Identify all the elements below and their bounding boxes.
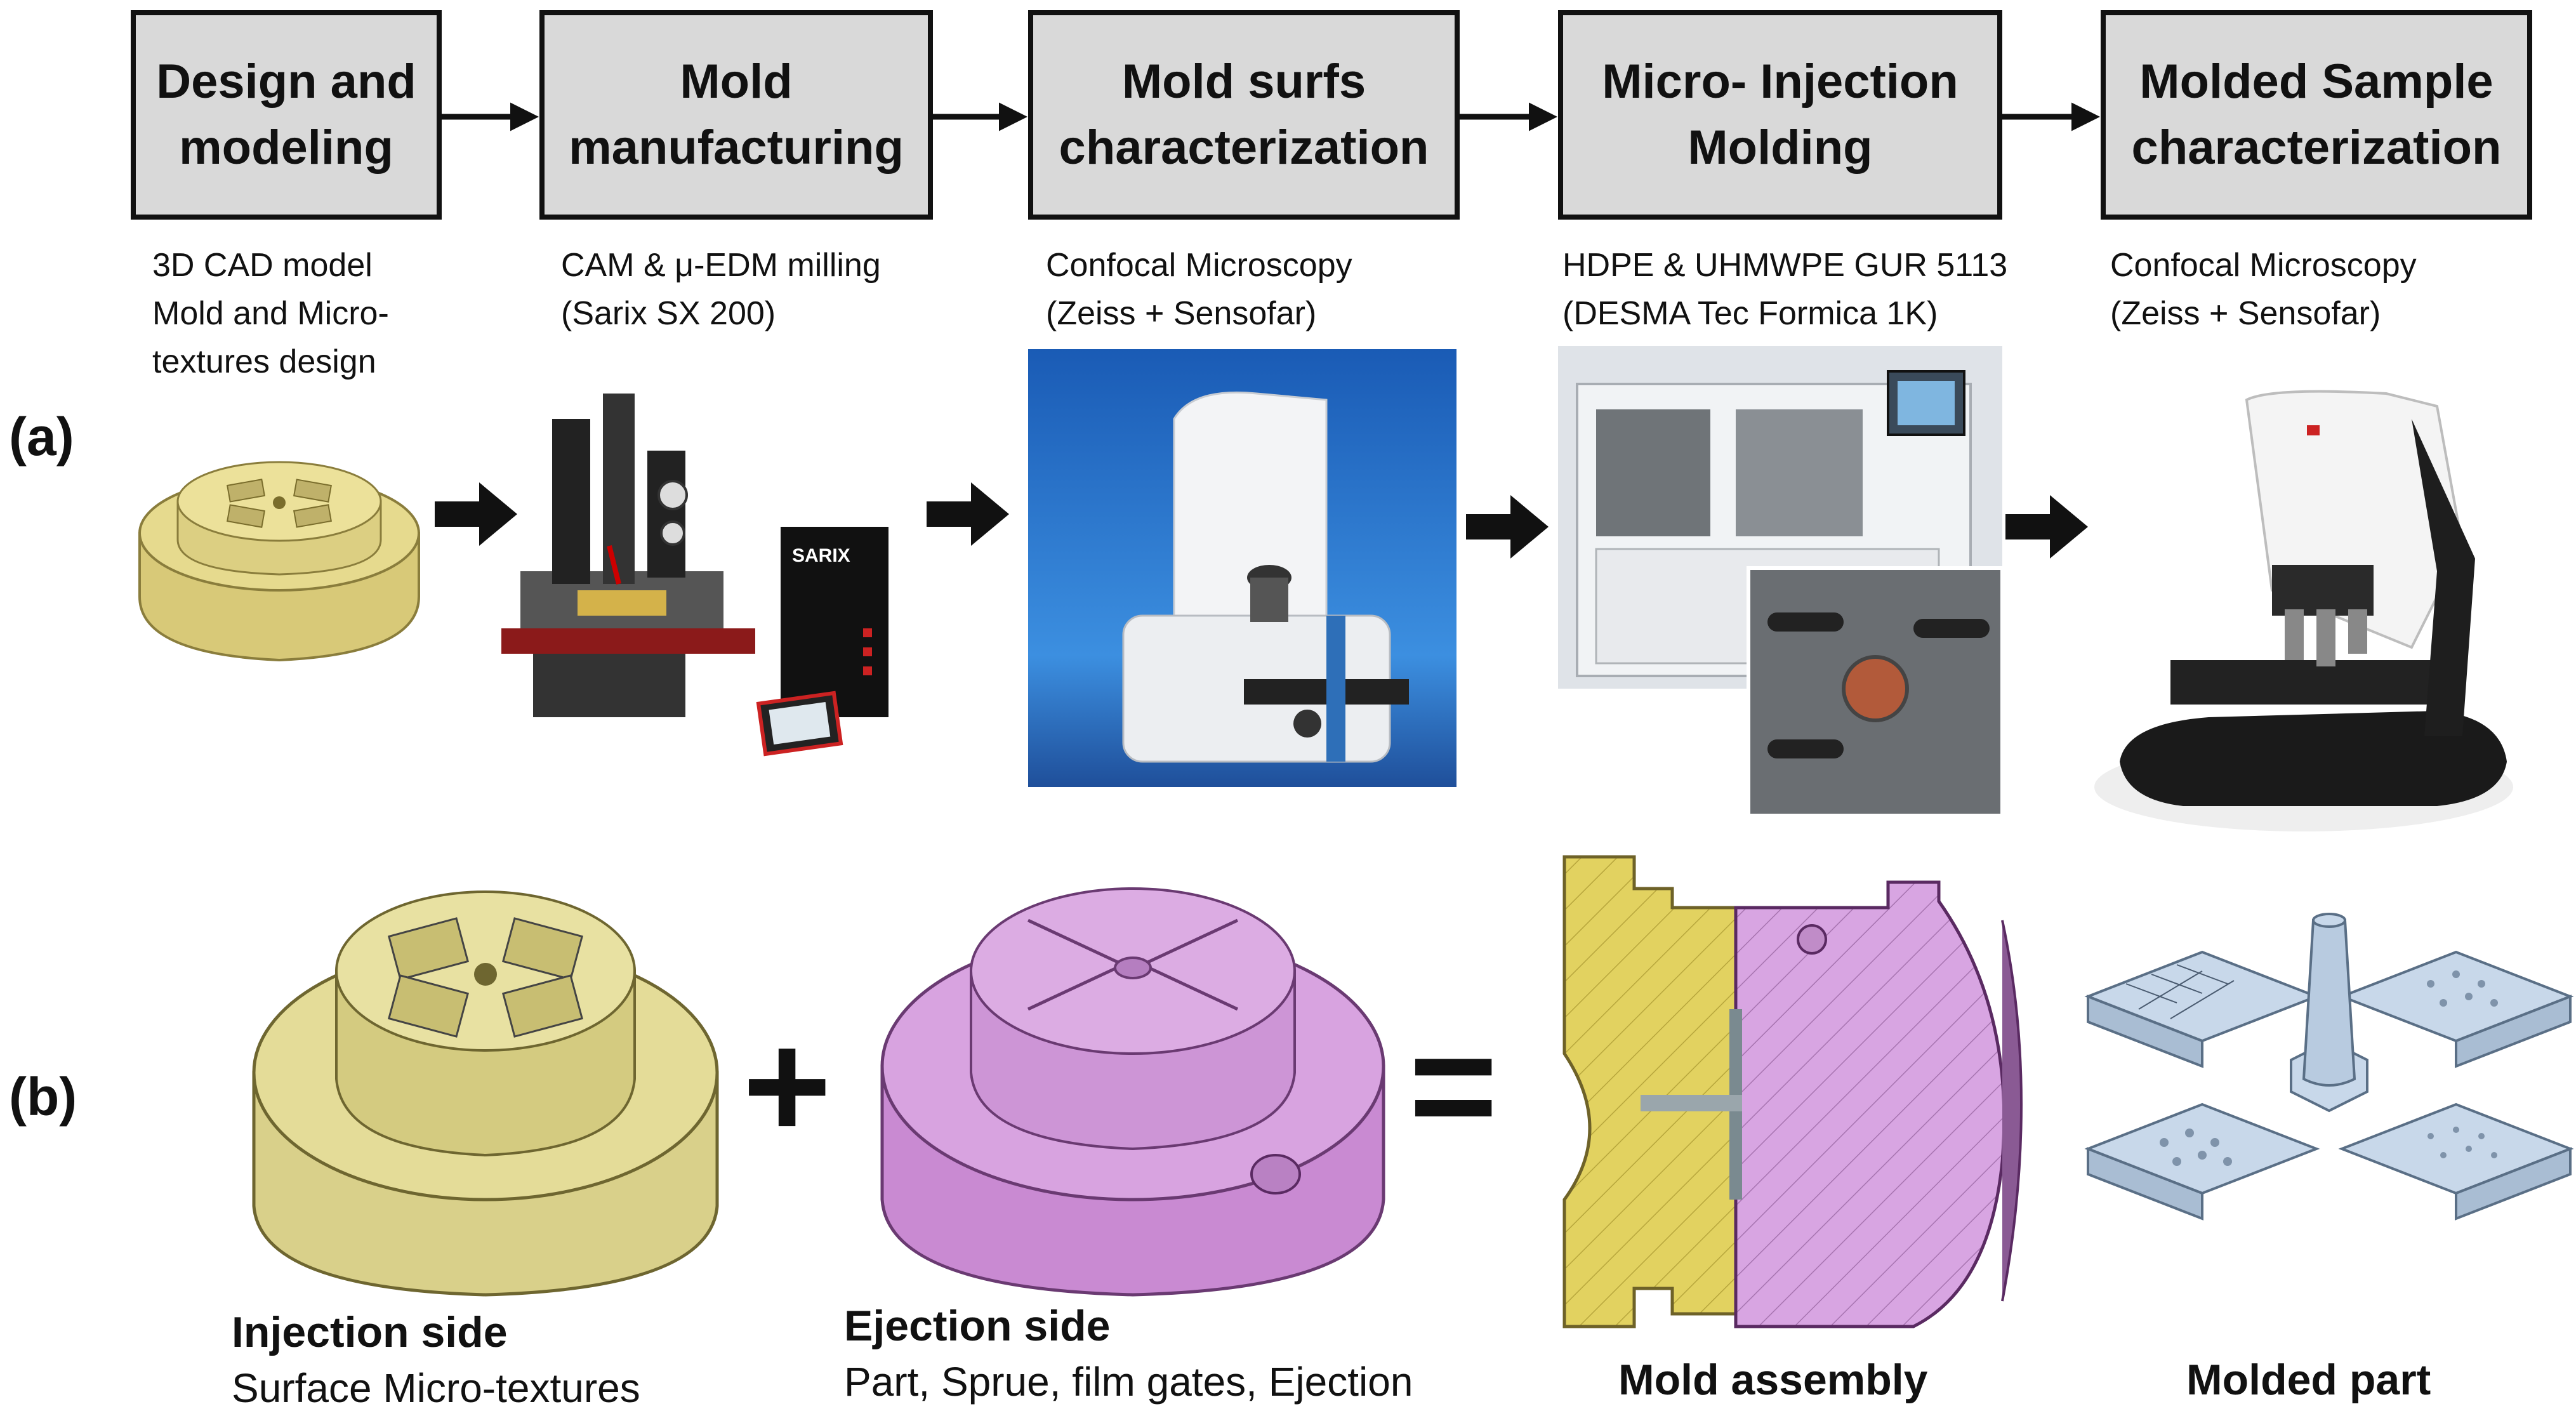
stage-desc-sample-characterization: Confocal Microscopy (Zeiss + Sensofar) <box>2110 247 2417 332</box>
stage-box-injection-molding: Micro- Injection Molding <box>1558 10 2002 220</box>
injection-molding-machine-photo <box>1558 346 2004 817</box>
injection-side-title: Injection side <box>232 1308 508 1356</box>
stage-box-mold-surfs: Mold surfs characterization <box>1028 10 1460 220</box>
stage-desc-mold-manufacturing: CAM & μ-EDM milling (Sarix SX 200) <box>561 247 881 332</box>
stage-title-injection-molding: Micro- Injection Molding <box>1602 55 1958 175</box>
sarix-brand-label: SARIX <box>792 545 850 566</box>
block-arrow-3 <box>1466 495 1549 559</box>
stage-title-mold-surfs: Mold surfs characterization <box>1059 55 1429 175</box>
stage-title-sample-characterization: Molded Sample characterization <box>2131 55 2502 175</box>
injection-side-subtitle: Surface Micro-textures <box>232 1365 640 1411</box>
flow-arrows <box>442 102 2100 131</box>
stage-box-design: Design and modeling <box>131 10 442 220</box>
molded-part-title: Molded part <box>2186 1356 2431 1404</box>
ejection-side-subtitle: Part, Sprue, film gates, Ejection <box>844 1359 1413 1405</box>
molded-part-illustration <box>2084 913 2574 1221</box>
injection-side-illustration <box>252 890 719 1297</box>
equals-sign: = <box>1409 1000 1498 1170</box>
mold-cad-model-illustration <box>138 461 420 662</box>
stage-desc-design: 3D CAD model Mold and Micro- textures de… <box>152 247 389 380</box>
plus-sign: + <box>743 1000 832 1170</box>
stage-title-mold-manufacturing: Mold manufacturing <box>569 55 904 175</box>
mold-assembly-title: Mold assembly <box>1618 1356 1928 1404</box>
stage-desc-injection-molding: HDPE & UHMWPE GUR 5113 (DESMA Tec Formic… <box>1562 247 2008 332</box>
row-label-a: (a) <box>9 407 74 467</box>
ejection-side-title: Ejection side <box>844 1302 1111 1350</box>
stage-box-mold-manufacturing: Mold manufacturing <box>539 10 933 220</box>
block-arrow-2 <box>927 482 1009 546</box>
edm-machine-illustration: SARIX <box>501 394 888 757</box>
block-arrow-1 <box>435 482 517 546</box>
stage-desc-mold-surfs: Confocal Microscopy (Zeiss + Sensofar) <box>1046 247 1352 332</box>
confocal-microscope-photo <box>1028 349 1456 787</box>
stage-box-sample-characterization: Molded Sample characterization <box>2101 10 2532 220</box>
sensofar-microscope-photo <box>2094 390 2513 831</box>
block-arrow-4 <box>2005 495 2088 559</box>
mold-assembly-illustration <box>1562 855 2023 1328</box>
stage-title-design: Design and modeling <box>156 55 416 175</box>
row-label-b: (b) <box>9 1067 77 1127</box>
ejection-side-illustration <box>880 887 1385 1297</box>
